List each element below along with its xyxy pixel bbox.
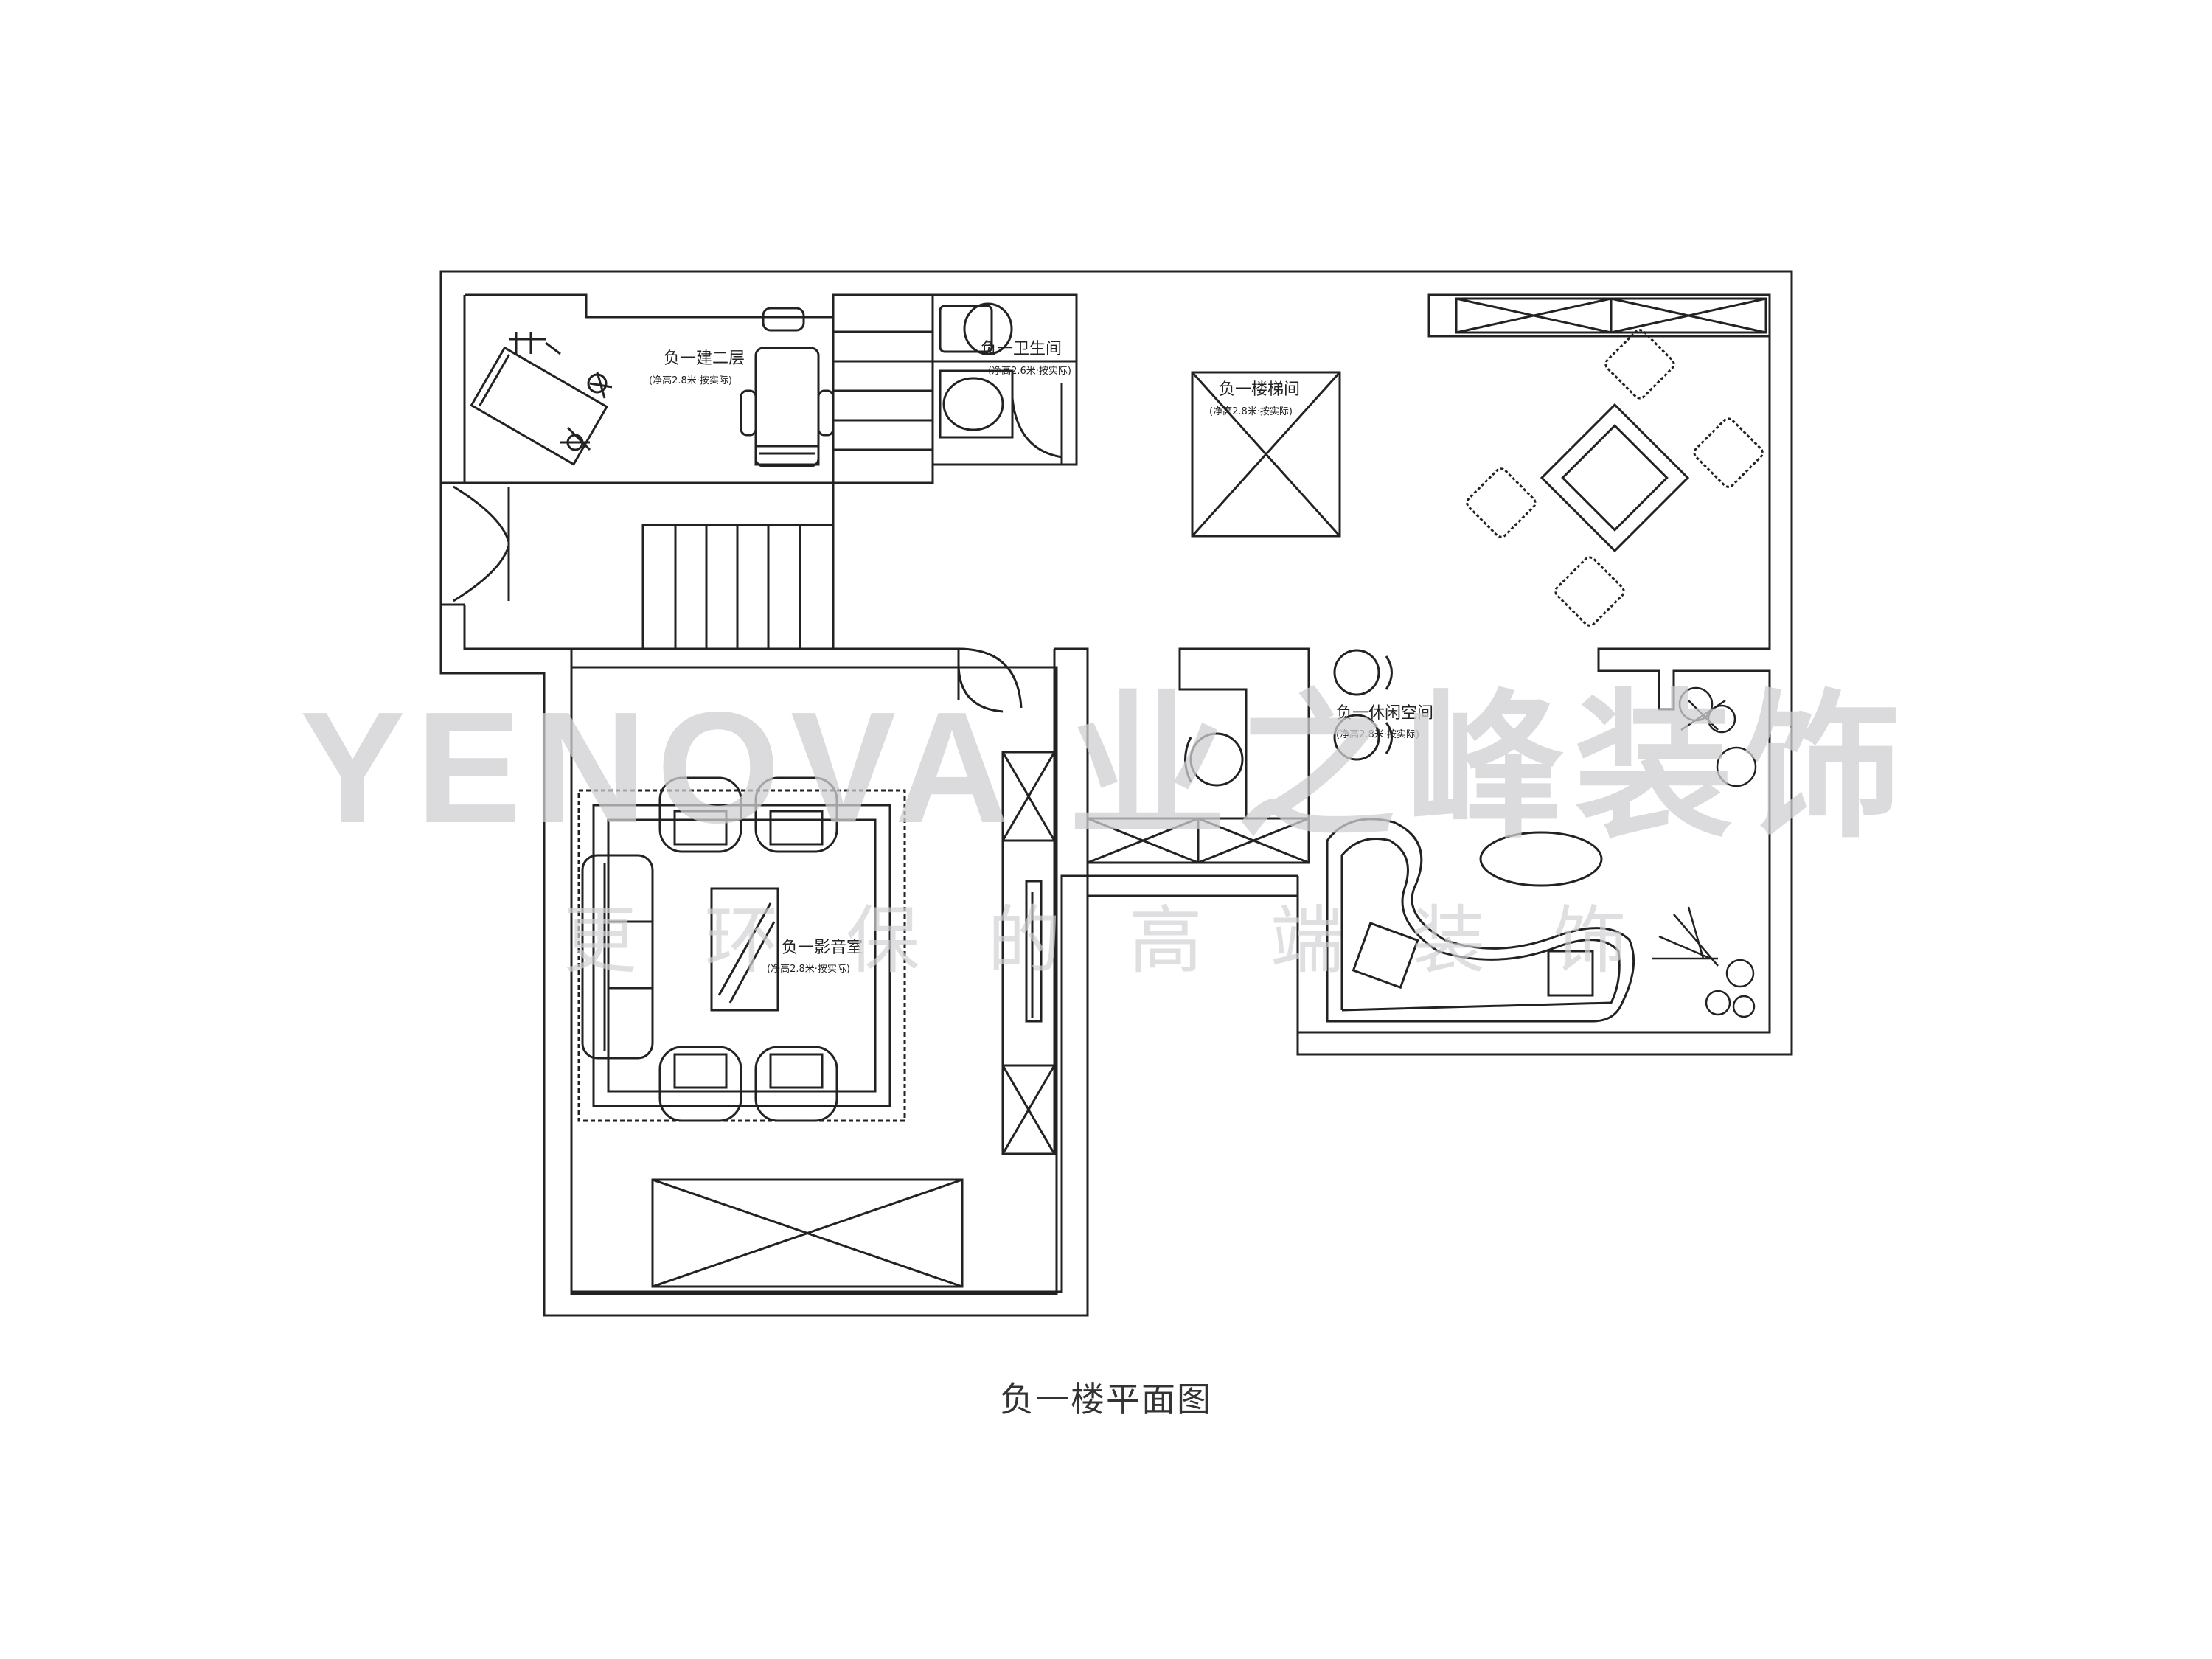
study-furniture [470, 307, 835, 467]
room-label-bath: 负一卫生间 [981, 340, 1062, 358]
room-label-stair: 负一楼梯间 [1219, 380, 1300, 399]
leisure-sofa [1326, 818, 1635, 1023]
plants [1652, 686, 1757, 1018]
room-label-study: 负一建二层 [664, 349, 745, 368]
upper-stairs [832, 293, 934, 484]
room-sub-study: (净高2.8米·按实际) [649, 375, 732, 386]
room-sub-leisure: (净高2.8米·按实际) [1336, 728, 1419, 740]
corridor [1086, 817, 1310, 864]
room-sub-cinema: (净高2.8米·按实际) [767, 963, 850, 975]
leisure-stools [1184, 649, 1393, 787]
room-sub-stair: (净高2.8米·按实际) [1209, 406, 1293, 417]
outer-wall [439, 270, 1793, 1317]
lower-stairs [641, 524, 835, 650]
left-door[interactable] [441, 481, 510, 606]
dining-set [1466, 329, 1764, 627]
room-sub-bath: (净高2.6米·按实际) [988, 365, 1071, 377]
room-label-cinema: 负一影音室 [782, 939, 863, 957]
stair-void [1191, 371, 1341, 538]
room-label-leisure: 负一休闲空间 [1336, 704, 1433, 723]
cinema-room [570, 663, 1058, 1295]
plan-title: 负一楼平面图 [1000, 1380, 1212, 1419]
bathroom-fixtures [931, 295, 1077, 465]
window-top-right [1427, 293, 1771, 338]
